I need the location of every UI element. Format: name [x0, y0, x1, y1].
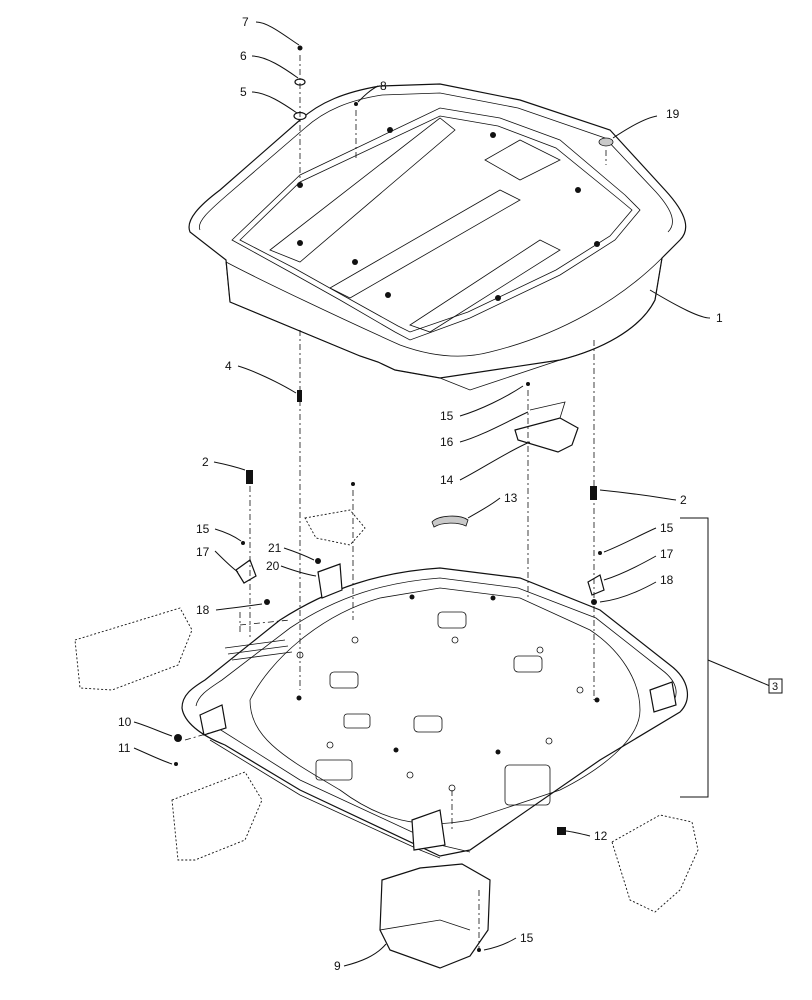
cover-9	[379, 863, 491, 969]
callout-9: 9	[334, 959, 341, 973]
callout-labels: 7 6 5 8 19 1 4 15 16 14 2 2 13 15 15 17 …	[118, 15, 778, 973]
callout-17-right: 17	[660, 547, 674, 561]
callout-5: 5	[240, 85, 247, 99]
group-label-3: 3	[772, 681, 778, 693]
callout-2-left: 2	[202, 455, 209, 469]
callout-11: 11	[118, 741, 131, 755]
callout-18-left: 18	[196, 603, 210, 617]
phantom-cover-right	[611, 814, 699, 913]
callout-17-left: 17	[196, 545, 210, 559]
callout-2-right: 2	[680, 493, 687, 507]
callout-4: 4	[225, 359, 232, 373]
callout-19: 19	[666, 107, 680, 121]
group-bracket	[680, 517, 783, 798]
callout-15-c: 15	[660, 521, 674, 535]
phantom-bracket-top	[304, 509, 366, 546]
callout-16: 16	[440, 435, 454, 449]
callout-14: 14	[440, 473, 454, 487]
callout-7: 7	[242, 15, 249, 29]
callout-15-d: 15	[520, 931, 534, 945]
roof-panel	[188, 83, 687, 391]
phantom-cover-lower-left	[171, 771, 263, 861]
callout-15-a: 15	[440, 409, 454, 423]
callout-15-b: 15	[196, 522, 210, 536]
bracket-17-right	[587, 574, 605, 596]
phantom-cover-left	[74, 607, 193, 691]
leader-lines	[133, 21, 711, 967]
group-label-box	[768, 678, 783, 694]
bracket-20	[317, 563, 343, 599]
bracket-17-left	[235, 559, 257, 584]
callout-12: 12	[594, 829, 608, 843]
callout-20: 20	[266, 559, 280, 573]
callout-6: 6	[240, 49, 247, 63]
callout-18-right: 18	[660, 573, 674, 587]
headliner-base	[181, 515, 688, 859]
bracket-14	[514, 401, 579, 453]
callout-13: 13	[504, 491, 518, 505]
center-lines	[184, 55, 607, 948]
callout-8: 8	[380, 79, 387, 93]
callout-21: 21	[268, 541, 282, 555]
callout-1: 1	[716, 311, 723, 325]
callout-10: 10	[118, 715, 132, 729]
fasteners	[174, 45, 614, 952]
